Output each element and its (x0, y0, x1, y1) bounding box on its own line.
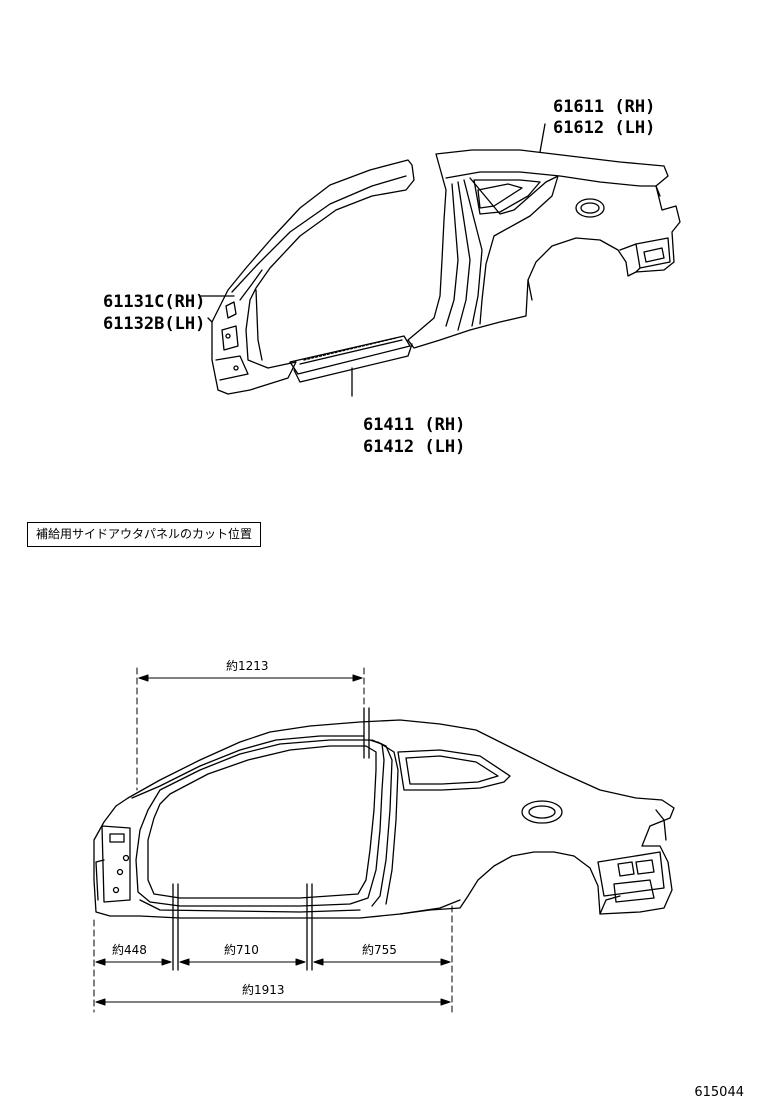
dimension-label-middle: 約710 (222, 943, 261, 957)
cut-mark-rear (307, 884, 312, 970)
leader-quarter-panel (540, 124, 545, 152)
part-side: (RH) (424, 415, 466, 435)
part-side: (LH) (164, 314, 206, 334)
part-side: (RH) (614, 97, 656, 117)
part-number: 61132B (102, 314, 165, 334)
part-number: 61412 (362, 437, 415, 457)
part-label-61412: 61412 (LH) (322, 422, 465, 473)
part-label-61131c: 61131C(RH) (62, 277, 205, 328)
cut-mark-upper (364, 708, 369, 758)
part-number: 61611 (552, 97, 605, 117)
extension-lines (94, 668, 452, 1012)
part-number: 61612 (552, 118, 605, 138)
quarter-panel (408, 150, 680, 348)
dimension-label-rear: 約755 (360, 943, 399, 957)
cut-mark-front (173, 884, 178, 970)
part-side: (LH) (424, 437, 466, 457)
part-label-61411: 61411 (RH) (322, 400, 465, 451)
reference-code: 615044 (694, 1085, 744, 1100)
section-title-box: 補給用サイドアウタパネルのカット位置 (27, 522, 262, 548)
part-number: 61411 (362, 415, 415, 435)
part-label-61611: 61611 (RH) (512, 82, 655, 133)
side-outer-panel (94, 720, 674, 918)
part-label-61132b: 61132B(LH) (62, 299, 205, 350)
part-number: 61131C (102, 292, 165, 312)
dimension-label-total: 約1913 (240, 983, 287, 997)
dimension-lines (96, 675, 450, 1005)
part-label-61612: 61612 (LH) (512, 103, 655, 154)
front-pillar-panel (208, 160, 414, 394)
part-side: (RH) (164, 292, 206, 312)
dimension-label-front: 約448 (110, 943, 149, 957)
dimension-label-top: 約1213 (224, 659, 271, 673)
part-side: (LH) (614, 118, 656, 138)
rocker-panel (290, 336, 412, 382)
